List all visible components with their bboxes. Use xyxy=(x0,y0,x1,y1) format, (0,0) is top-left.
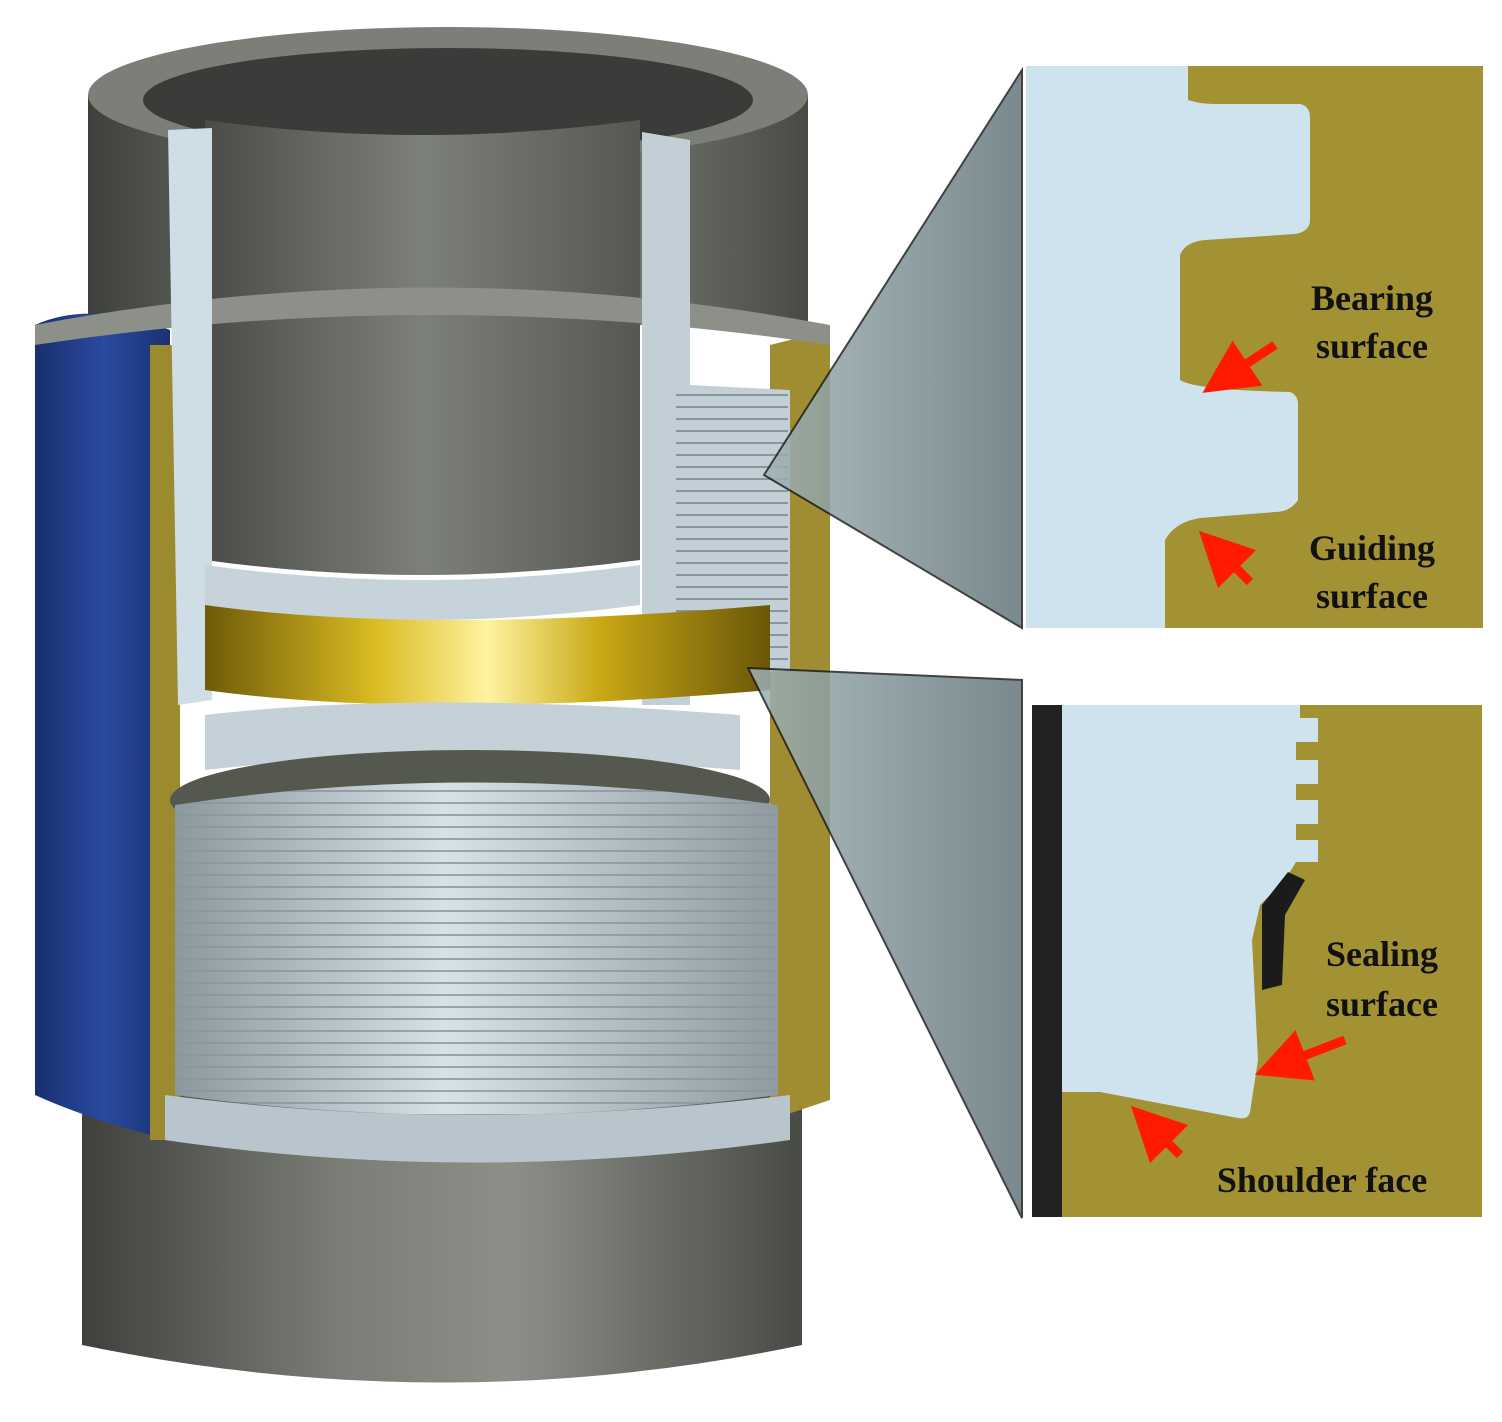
box-wall-left-cut xyxy=(168,128,212,705)
label-guiding-line2: surface xyxy=(1316,576,1428,616)
label-guiding-line1: Guiding xyxy=(1309,528,1435,568)
label-bearing-line1: Bearing xyxy=(1311,278,1433,318)
arrow-bearing-surface xyxy=(1202,340,1278,393)
connection-3d-view xyxy=(35,27,830,1383)
label-sealing-line1: Sealing xyxy=(1326,934,1438,974)
pin-thread-lines xyxy=(175,782,778,1115)
label-sealing-line2: surface xyxy=(1326,984,1438,1024)
pin-nose-lower xyxy=(205,702,740,770)
zoom-cone-upper xyxy=(762,66,1023,630)
inner-bore-wall xyxy=(205,120,640,575)
detail-panel-seal: Sealing surface Shoulder face xyxy=(1032,705,1482,1217)
panel-seal-pin-section xyxy=(1062,705,1318,1119)
pin-nose-top xyxy=(205,565,640,620)
brass-seal-ring xyxy=(205,605,770,705)
panel-seal-dark-edge xyxy=(1032,705,1062,1217)
label-shoulder-face: Shoulder face xyxy=(1217,1160,1427,1200)
coupling-blue-shell xyxy=(35,313,170,1140)
pin-thread-runout xyxy=(165,1095,790,1163)
zoom-cone-lower xyxy=(746,666,1023,1219)
coupling-top-ring xyxy=(35,287,830,345)
detail-panel-thread: Bearing surface Guiding surface xyxy=(1026,66,1483,628)
arrow-shoulder-face xyxy=(1130,1105,1189,1164)
seal-contact-dark xyxy=(1262,872,1305,990)
arrow-guiding-surface xyxy=(1198,530,1257,589)
arrow-sealing-surface xyxy=(1254,1030,1347,1081)
label-bearing-line2: surface xyxy=(1316,326,1428,366)
panel-thread-pin-section xyxy=(1026,66,1310,628)
